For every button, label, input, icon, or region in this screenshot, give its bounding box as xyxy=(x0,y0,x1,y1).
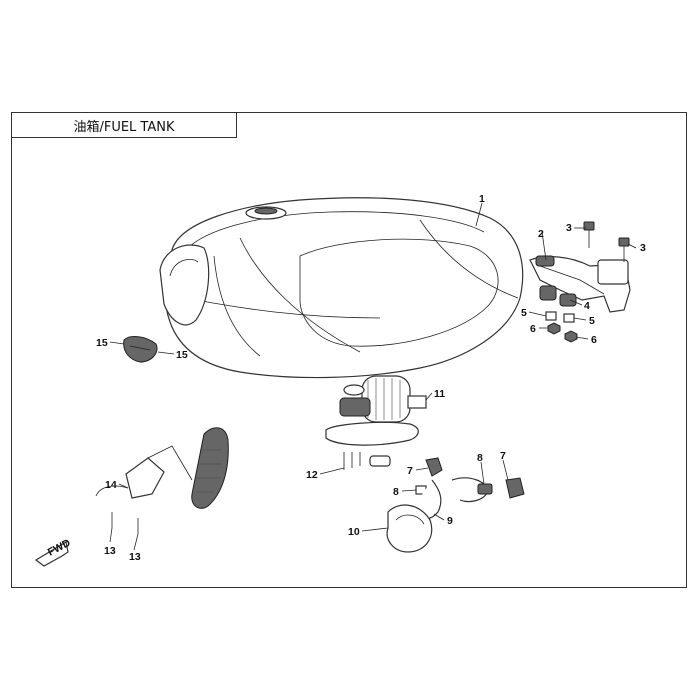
fuel-tank xyxy=(159,197,524,379)
fuel-hose-10 xyxy=(386,504,433,553)
callout-labels: 1 2 3 3 4 5 5 6 6 7 7 8 8 9 10 11 12 13 … xyxy=(96,193,646,563)
page-title: 油箱/FUEL TANK xyxy=(73,119,175,135)
tank-cushion-15 xyxy=(123,336,158,363)
quick-connector-7b xyxy=(505,477,525,499)
clamp-8b xyxy=(477,483,493,495)
callout-13a: 13 xyxy=(104,545,116,557)
collar-5 xyxy=(545,311,575,323)
screw-12 xyxy=(343,452,391,470)
callout-11: 11 xyxy=(434,388,445,400)
callout-4: 4 xyxy=(584,300,590,312)
leader-lines xyxy=(109,202,637,551)
rubber-damper-4 xyxy=(539,285,577,307)
title-box: 油箱/FUEL TANK xyxy=(11,112,237,138)
fuel-pump-11 xyxy=(325,375,427,446)
callout-6b: 6 xyxy=(591,334,597,346)
callout-3b: 3 xyxy=(640,242,646,254)
callout-5a: 5 xyxy=(521,307,527,319)
callout-12: 12 xyxy=(306,469,318,481)
callout-15a: 15 xyxy=(96,337,108,349)
callout-1: 1 xyxy=(479,193,485,205)
float-arm xyxy=(191,427,229,509)
fwd-arrow: FWD xyxy=(34,537,73,567)
callout-3a: 3 xyxy=(566,222,572,234)
callout-6a: 6 xyxy=(530,323,536,335)
callout-2: 2 xyxy=(538,228,544,240)
callout-9: 9 xyxy=(447,515,453,527)
callout-13b: 13 xyxy=(129,551,141,563)
callout-8a: 8 xyxy=(477,452,483,464)
callout-5b: 5 xyxy=(589,315,595,327)
callout-15b: 15 xyxy=(176,349,188,361)
fuel-level-sender-14 xyxy=(95,445,193,499)
callout-8b: 8 xyxy=(393,486,399,498)
callout-10: 10 xyxy=(348,526,360,538)
bolt-3b xyxy=(618,237,630,262)
screw-13 xyxy=(111,512,139,534)
drawing-frame xyxy=(11,112,687,588)
nut-6 xyxy=(547,322,578,343)
callout-14: 14 xyxy=(105,479,117,491)
callout-7b: 7 xyxy=(500,450,506,462)
bolt-3a xyxy=(583,221,595,248)
quick-connector-7a xyxy=(425,457,443,477)
mounting-bracket xyxy=(529,255,631,313)
callout-7a: 7 xyxy=(407,465,413,477)
